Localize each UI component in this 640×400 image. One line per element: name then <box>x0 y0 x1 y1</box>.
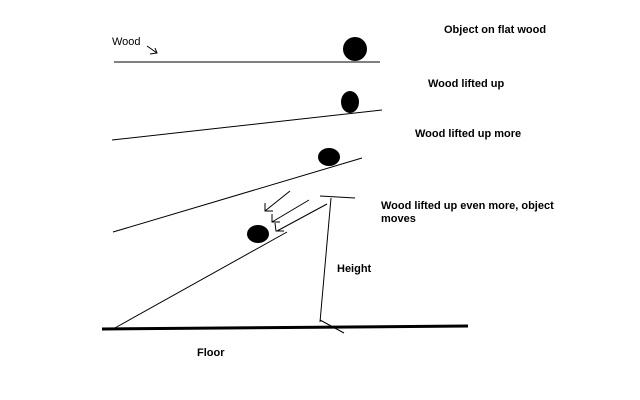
floor-label: Floor <box>197 347 225 359</box>
height-top-tick <box>319 195 356 199</box>
stage-2-label: Wood lifted up <box>428 78 505 90</box>
floor-line <box>101 324 469 331</box>
stage-4-label: Wood lifted up even more, object moves <box>381 200 554 225</box>
object-on-lifted-more-wood <box>318 148 340 166</box>
object-on-flat-wood <box>343 37 367 61</box>
lifted-more-wood-line <box>112 157 363 233</box>
height-line <box>319 197 332 323</box>
wood-pointer-arrow <box>146 45 158 55</box>
wood-label: Wood <box>112 36 141 48</box>
steep-incline-line <box>112 231 288 330</box>
height-label: Height <box>337 263 372 275</box>
stage-3-label: Wood lifted up more <box>415 128 522 140</box>
motion-arrows <box>264 190 328 232</box>
stage-1-label: Object on flat wood <box>444 24 547 36</box>
object-on-lifted-wood <box>341 91 359 113</box>
lifted-wood-line <box>111 109 383 141</box>
moving-object <box>247 225 269 243</box>
